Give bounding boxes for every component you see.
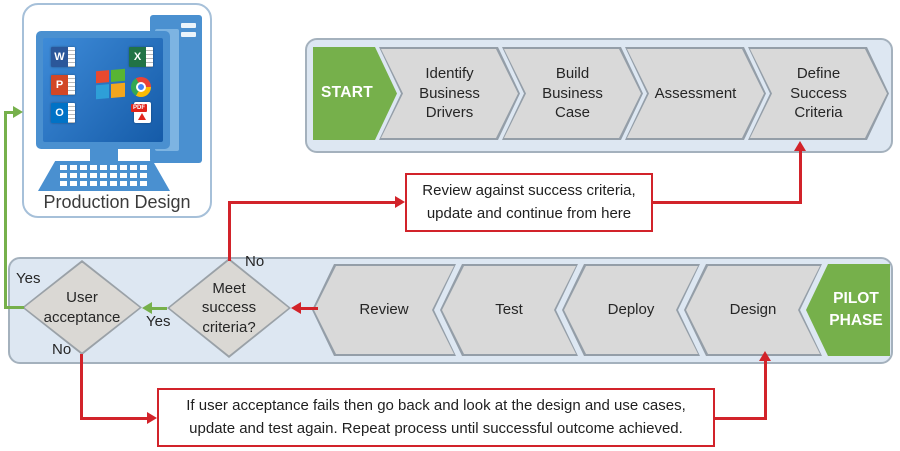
step-label: Identify Business Drivers	[419, 64, 480, 122]
user-acceptance-callout: If user acceptance fails then go back an…	[157, 388, 715, 447]
computer-monitor-icon: W P O X PDF	[36, 31, 170, 149]
step-review: Review	[312, 264, 456, 356]
connector-yes-up	[4, 111, 7, 309]
step-label: Review	[359, 301, 409, 319]
step-test: Test	[440, 264, 578, 356]
step-assessment: Assessment	[625, 47, 766, 140]
review-criteria-callout: Review against success criteria, update …	[405, 173, 653, 232]
connector-design-up	[764, 360, 767, 420]
connector-define-up	[799, 150, 802, 204]
start-phase-steps: START Identify Business Drivers Build Bu…	[313, 47, 889, 140]
step-label: Build Business Case	[542, 64, 603, 122]
windows-logo-icon	[96, 68, 125, 100]
powerpoint-icon: P	[51, 75, 75, 95]
arrowhead-into-user-acceptance	[142, 302, 152, 314]
word-letter: W	[51, 47, 68, 67]
connector-callout-to-define	[653, 201, 802, 204]
label-yes-outer: Yes	[16, 270, 41, 287]
excel-icon: X	[129, 47, 153, 67]
label-no-under: No	[52, 341, 72, 358]
arrowhead-into-design	[759, 351, 771, 361]
step-design: Design	[684, 264, 822, 356]
start-phase-band: START Identify Business Drivers Build Bu…	[305, 38, 893, 153]
arrowhead-into-meet-criteria	[291, 302, 301, 314]
label-no-top: No	[245, 253, 265, 270]
word-icon: W	[51, 47, 75, 67]
step-deploy: Deploy	[562, 264, 700, 356]
review-criteria-text: Review against success criteria, update …	[422, 182, 636, 222]
connector-callout-to-design	[715, 417, 767, 420]
connector-meet-yes	[152, 307, 167, 310]
start-chevron: START	[313, 47, 397, 140]
decision-label: User acceptance	[43, 289, 121, 326]
excel-letter: X	[129, 47, 146, 67]
connector-acceptance-no-right	[80, 417, 147, 420]
connector-acceptance-no-down	[80, 354, 83, 420]
chrome-icon	[131, 77, 151, 97]
tower-vent-icon	[181, 32, 196, 37]
step-build-business-case: Build Business Case	[502, 47, 643, 140]
connector-meet-no-up	[228, 201, 231, 261]
tower-vent-icon	[181, 23, 196, 28]
keyboard-icon	[38, 161, 170, 191]
desktop-screen: W P O X PDF	[43, 38, 163, 142]
step-define-success-criteria: Define Success Criteria	[748, 47, 889, 140]
keyboard-keys	[60, 165, 148, 187]
pilot-phase-steps: Review Test Deploy Design PILOT PHASE	[312, 264, 890, 356]
production-design-box: W P O X PDF	[22, 3, 212, 218]
outlook-icon: O	[51, 103, 75, 123]
step-label: Design	[729, 301, 777, 319]
pilot-phase-label: PILOT PHASE	[829, 289, 883, 329]
user-acceptance-text: If user acceptance fails then go back an…	[186, 397, 686, 437]
arrowhead-into-production	[13, 106, 23, 118]
arrowhead-into-define-criteria	[794, 141, 806, 151]
arrowhead-into-acceptance-callout	[147, 412, 157, 424]
production-design-label: Production Design	[43, 192, 191, 212]
step-label: Test	[495, 301, 523, 319]
step-label: Assessment	[654, 84, 737, 102]
arrowhead-into-review-callout	[395, 196, 405, 208]
powerpoint-letter: P	[51, 75, 68, 95]
step-identify-business-drivers: Identify Business Drivers	[379, 47, 520, 140]
outlook-letter: O	[51, 103, 68, 123]
step-label: Define Success Criteria	[790, 64, 847, 122]
connector-review-to-meet	[301, 307, 318, 310]
start-label: START	[320, 84, 373, 102]
label-yes-mid: Yes	[146, 313, 171, 330]
pilot-phase-chevron: PILOT PHASE	[806, 264, 890, 356]
decision-label: Meet success criteria?	[201, 280, 257, 336]
pdf-icon: PDF	[131, 102, 151, 123]
pdf-label: PDF	[131, 104, 147, 112]
connector-meet-no-right	[228, 201, 395, 204]
monitor-stand	[90, 149, 118, 163]
connector-yes-to-production	[4, 111, 15, 114]
step-label: Deploy	[607, 301, 655, 319]
decision-meet-success-criteria: Meet success criteria?	[167, 258, 291, 358]
connector-yes-to-left	[4, 306, 24, 309]
pilot-phase-band: User acceptance Meet success criteria? R…	[8, 257, 893, 364]
